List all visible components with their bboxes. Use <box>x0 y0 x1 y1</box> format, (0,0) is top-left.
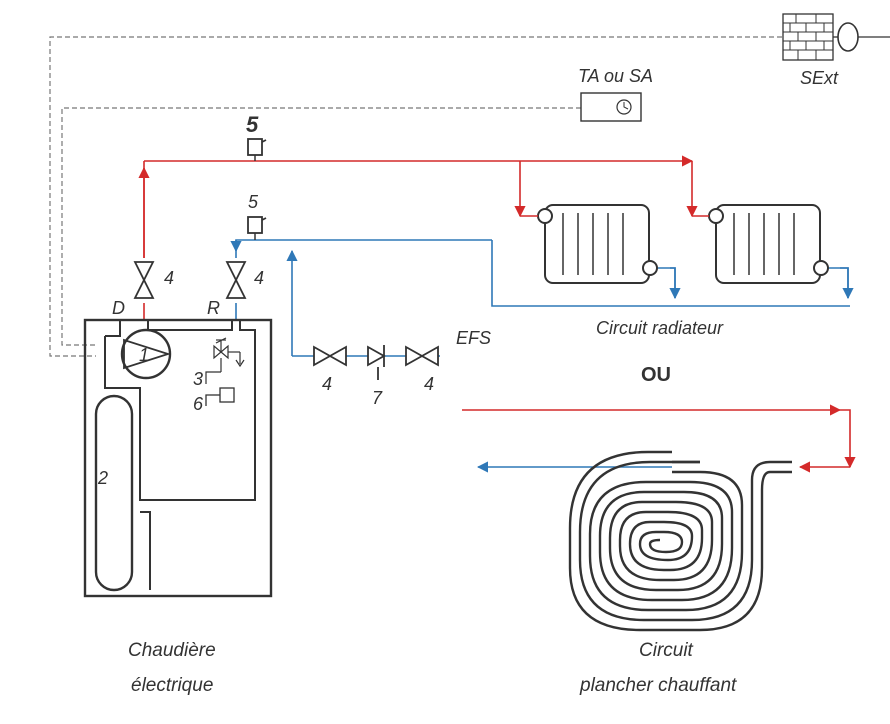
outdoor-sensor <box>782 13 890 61</box>
boiler-caption-line2: électrique <box>131 675 213 696</box>
sext-label: SExt <box>800 68 839 88</box>
air-vent-top <box>247 138 267 161</box>
boiler-caption-line1: Chaudière <box>128 640 216 661</box>
safety-valve-label: 3 <box>193 369 203 389</box>
valve-efs-left-label: 4 <box>322 374 332 394</box>
valve-efs-right-label: 4 <box>424 374 434 394</box>
efs-label: EFS <box>456 328 491 348</box>
purge-mid-label: 5 <box>248 192 259 212</box>
radiator-2 <box>708 204 829 284</box>
valve-depart <box>133 261 155 299</box>
check-valve-label: 7 <box>372 388 383 408</box>
return-main <box>230 239 492 253</box>
purge-top-label: 5 <box>246 112 259 137</box>
electric-boiler <box>83 318 273 598</box>
floor-heating-coil <box>568 450 792 632</box>
air-vent-mid <box>247 216 267 240</box>
floor-caption-line1: Circuit <box>639 640 694 661</box>
room-thermostat-wire <box>61 107 581 346</box>
pump-label: 1 <box>139 345 149 365</box>
radiator-2-return <box>840 267 854 300</box>
floor-heating-feed <box>462 404 856 473</box>
pressure-sensor-label: 6 <box>193 394 204 414</box>
sensor-bulb <box>837 22 859 52</box>
safety-valve <box>205 337 245 384</box>
retour-label: R <box>207 298 220 318</box>
ou-label: OU <box>641 364 671 386</box>
return-collector <box>491 240 850 307</box>
floor-caption-line2: plancher chauffant <box>579 675 737 696</box>
radiator-1 <box>537 204 658 284</box>
room-thermostat <box>580 92 642 122</box>
depart-label: D <box>112 298 125 318</box>
valve-efs-left <box>313 345 347 367</box>
control-wiring <box>49 36 782 357</box>
pressure-sensor <box>205 387 235 406</box>
outdoor-sensor-wire <box>49 36 782 357</box>
circuit-radiateur-label: Circuit radiateur <box>596 318 724 338</box>
valve-retour <box>225 261 247 299</box>
check-valve <box>367 345 386 380</box>
clock-icon <box>616 99 632 115</box>
tank-label: 2 <box>97 468 108 488</box>
valve-depart-label: 4 <box>164 268 174 288</box>
boiler-internal-circuit <box>104 320 256 501</box>
heating-tank <box>94 394 134 592</box>
ta-sa-label: TA ou SA <box>578 66 653 86</box>
valve-efs-right <box>405 345 439 367</box>
valve-retour-label: 4 <box>254 268 264 288</box>
boiler-casing <box>83 318 273 598</box>
